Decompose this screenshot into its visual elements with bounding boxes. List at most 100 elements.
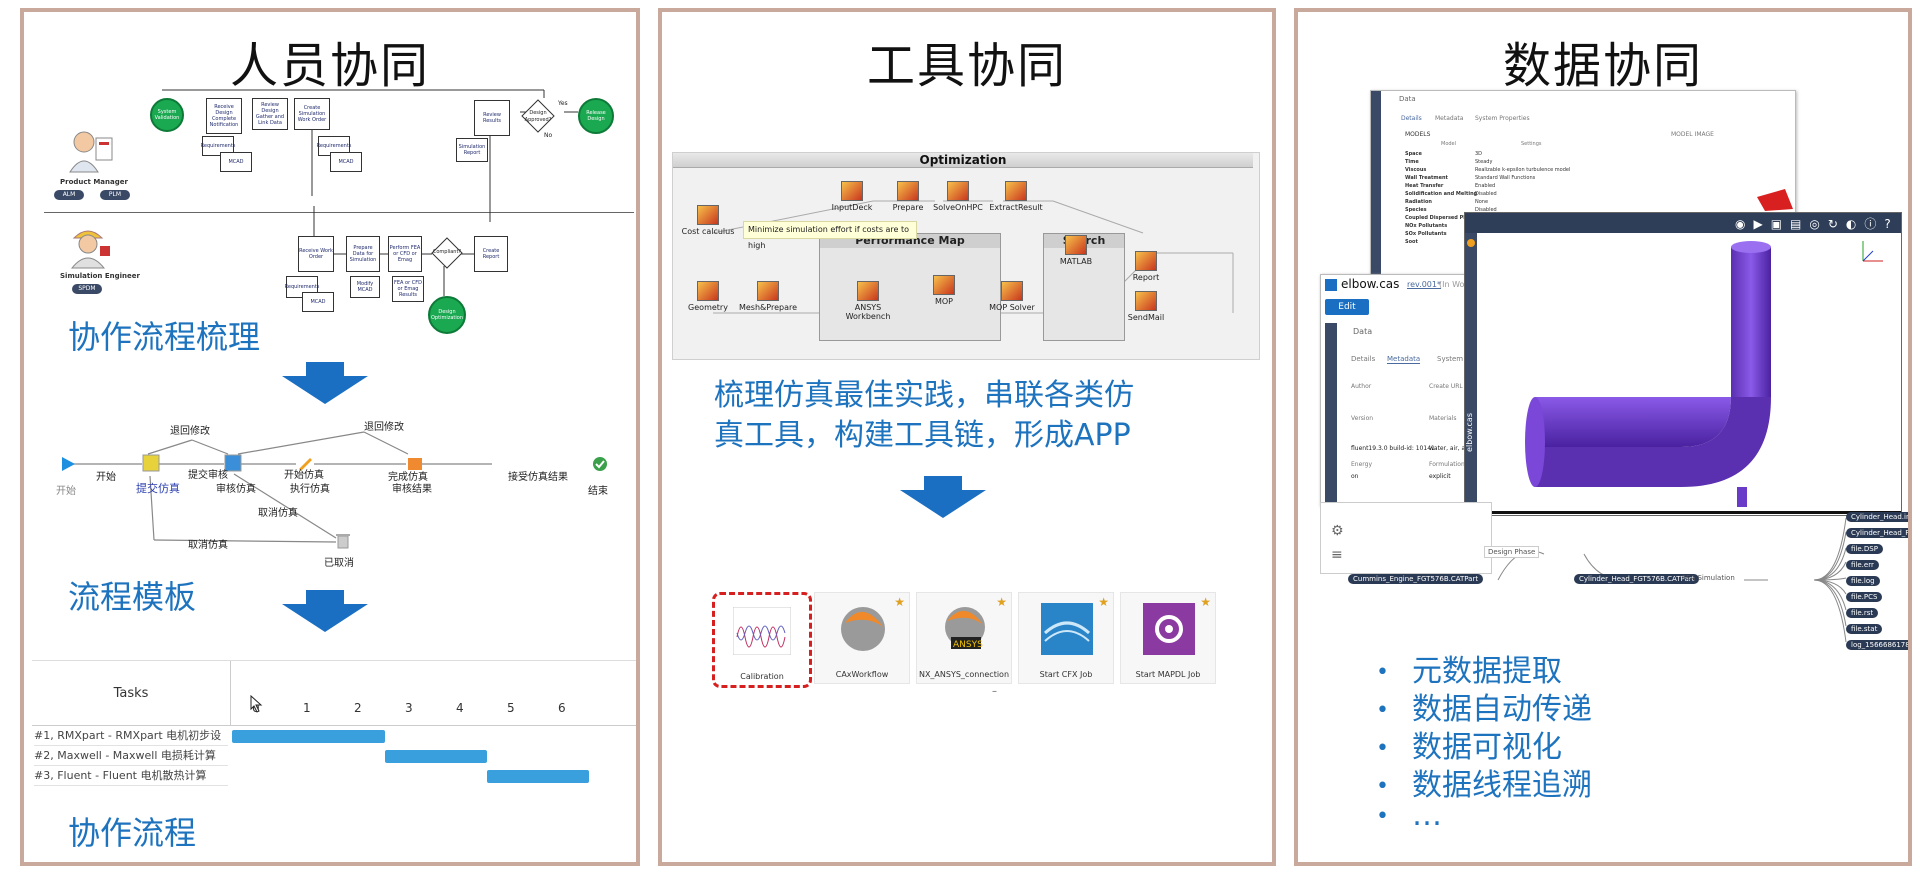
- edge-label: 开始: [96, 472, 116, 483]
- tool-node-label: SolveOnHPC: [933, 203, 983, 212]
- bullet-text: 元数据提取: [1412, 654, 1562, 689]
- subtab[interactable]: System Properties: [1475, 115, 1530, 122]
- ansys-sphere-icon: ANSYS: [945, 607, 985, 650]
- spdm-tag: SPDM: [72, 284, 102, 294]
- tool-node-icon[interactable]: [1135, 251, 1157, 271]
- star-icon[interactable]: ★: [1098, 595, 1109, 609]
- workflow-diagram: 开始 提交仿真 审核仿真 执行仿真 审核结果 结束 已取消 开始 提交审核 开始…: [24, 412, 636, 582]
- optimization-workflow: Optimization Performance Map Search: [672, 152, 1260, 360]
- yes-label: Yes: [558, 100, 568, 107]
- menu-icon[interactable]: ≡: [1331, 547, 1343, 563]
- tool-node-label: ANSYS Workbench: [845, 303, 891, 321]
- tool-node-icon[interactable]: [1005, 181, 1027, 201]
- tool-node-icon[interactable]: [857, 281, 879, 301]
- graph-file-node[interactable]: Cylinder_Head_FGT576B.wbpz: [1846, 528, 1908, 538]
- field-value: water, air, alu: [1429, 445, 1471, 452]
- tool-node-icon[interactable]: [757, 281, 779, 301]
- tool-node-icon[interactable]: [947, 181, 969, 201]
- tool-node-icon[interactable]: [697, 281, 719, 301]
- graph-file-node[interactable]: file.stat: [1846, 624, 1883, 634]
- bullet-text: 数据线程追溯: [1412, 768, 1592, 803]
- tools-caption: 梳理仿真最佳实践，串联各类仿 真工具，构建工具链，形成APP: [714, 376, 1134, 456]
- viewer-tool-icons[interactable]: ◉▶▣▤◎↻◐ⓘ?⛶: [1735, 217, 1899, 246]
- tool-node-icon[interactable]: [841, 181, 863, 201]
- star-icon[interactable]: ★: [894, 595, 905, 609]
- field-label: Energy: [1351, 461, 1373, 468]
- graph-file-node[interactable]: file.rst: [1846, 608, 1879, 618]
- process-box: Create Report: [474, 236, 508, 272]
- gantt-tick: 5: [507, 701, 515, 715]
- data-tab[interactable]: Data: [1353, 327, 1373, 336]
- file-name: elbow.cas: [1341, 277, 1400, 291]
- plm-tag: PLM: [100, 190, 130, 200]
- graph-file-node[interactable]: file.DSP: [1846, 544, 1883, 554]
- graph-phase[interactable]: Design Phase: [1484, 546, 1540, 558]
- star-icon[interactable]: ★: [996, 595, 1007, 609]
- caption-line: 梳理仿真最佳实践，串联各类仿: [714, 378, 1134, 413]
- doc-box: MCAD: [302, 292, 334, 312]
- star-icon[interactable]: ★: [1200, 595, 1211, 609]
- graph-file-node[interactable]: file.log: [1846, 576, 1880, 586]
- app-card-caxworkflow[interactable]: ★ CAxWorkflow: [814, 592, 910, 684]
- viewer-sidebar-icon[interactable]: [1467, 239, 1475, 247]
- graph-sim[interactable]: FEA Simulation: [1682, 574, 1735, 582]
- model-row-value: Steady: [1475, 159, 1493, 165]
- subtab[interactable]: Metadata: [1435, 115, 1464, 122]
- gantt-bar[interactable]: [487, 770, 589, 783]
- model-row-key: NOx Pollutants: [1405, 223, 1448, 229]
- decision-diamond: [521, 99, 555, 133]
- graph-node[interactable]: Cylinder_Head_FGT576B.CATPart: [1574, 574, 1700, 584]
- graph-file-node[interactable]: file.err: [1846, 560, 1879, 570]
- panel-title: 数据协同: [1502, 38, 1703, 94]
- process-box: Receive Work Order: [298, 236, 334, 272]
- elbow-pipe-model: [1525, 241, 1771, 507]
- gantt-task-label: #3, Fluent - Fluent 电机散热计算: [34, 767, 228, 786]
- gantt-bar[interactable]: [232, 730, 385, 743]
- edge-label: 退回修改: [170, 426, 210, 437]
- start-circle: System Validation: [150, 98, 184, 132]
- graph-file-node[interactable]: log_1566686178.txt: [1846, 640, 1908, 650]
- doc-box: Simulation Report: [456, 138, 488, 162]
- subtab[interactable]: Metadata: [1387, 355, 1421, 364]
- graph-node[interactable]: Cummins_Engine_FGT576B.CATPart: [1348, 574, 1484, 584]
- app-card-mapdl[interactable]: ★ Start MAPDL Job: [1120, 592, 1216, 684]
- bullet-item: •数据自动传递: [1376, 684, 1592, 728]
- bullet-item: •数据线程追溯: [1376, 760, 1592, 804]
- edit-button[interactable]: Edit: [1325, 299, 1369, 315]
- node-review-result: 审核结果: [392, 484, 432, 495]
- field-label: Materials: [1429, 415, 1457, 422]
- process-box: Prepare Data for Simulation: [346, 236, 380, 272]
- app-card-nx-ansys[interactable]: ANSYS ★ NX_ANSYS_connection: [916, 592, 1012, 684]
- gantt-tick: 3: [405, 701, 413, 715]
- data-tab[interactable]: Data: [1399, 95, 1416, 103]
- product-manager-icon: [69, 131, 113, 173]
- graph-file-node[interactable]: Cylinder_Head.inp: [1846, 512, 1908, 522]
- panel-title: 人员协同: [229, 38, 430, 94]
- file-version[interactable]: rev.001*: [1407, 280, 1441, 289]
- tool-node-icon[interactable]: [897, 181, 919, 201]
- tool-node-label: ExtractResult: [989, 203, 1043, 212]
- file-state: (In Work): [1439, 280, 1476, 289]
- tool-node-icon[interactable]: [1135, 291, 1157, 311]
- settings-gear-icon[interactable]: ⚙: [1331, 523, 1344, 539]
- model-row-key: Species: [1405, 207, 1427, 213]
- app-card-calibration[interactable]: Calibration: [712, 592, 812, 688]
- app-card-cfx[interactable]: ★ Start CFX Job: [1018, 592, 1114, 684]
- optimization-circle: Design Optimization: [428, 296, 466, 334]
- tool-node-icon[interactable]: [1001, 281, 1023, 301]
- tool-node-icon[interactable]: [1065, 235, 1087, 255]
- box-icon: [408, 458, 422, 470]
- process-box: Perform FEA or CFD or Emag: [388, 236, 422, 272]
- down-arrow-icon: [282, 362, 368, 404]
- subtab[interactable]: Details: [1401, 115, 1422, 122]
- gantt-bar[interactable]: [385, 750, 487, 763]
- field-label: Formulation: [1429, 461, 1465, 468]
- tool-node-icon[interactable]: [697, 205, 719, 225]
- subtab[interactable]: Details: [1351, 355, 1376, 363]
- tool-node-icon[interactable]: [933, 275, 955, 295]
- graph-file-node[interactable]: file.PCS: [1846, 592, 1883, 602]
- cfx-icon: [1041, 603, 1093, 655]
- edge-label: 开始仿真: [284, 470, 324, 481]
- field-label: Create URL: [1429, 383, 1463, 390]
- app-label: CAxWorkflow: [835, 670, 889, 679]
